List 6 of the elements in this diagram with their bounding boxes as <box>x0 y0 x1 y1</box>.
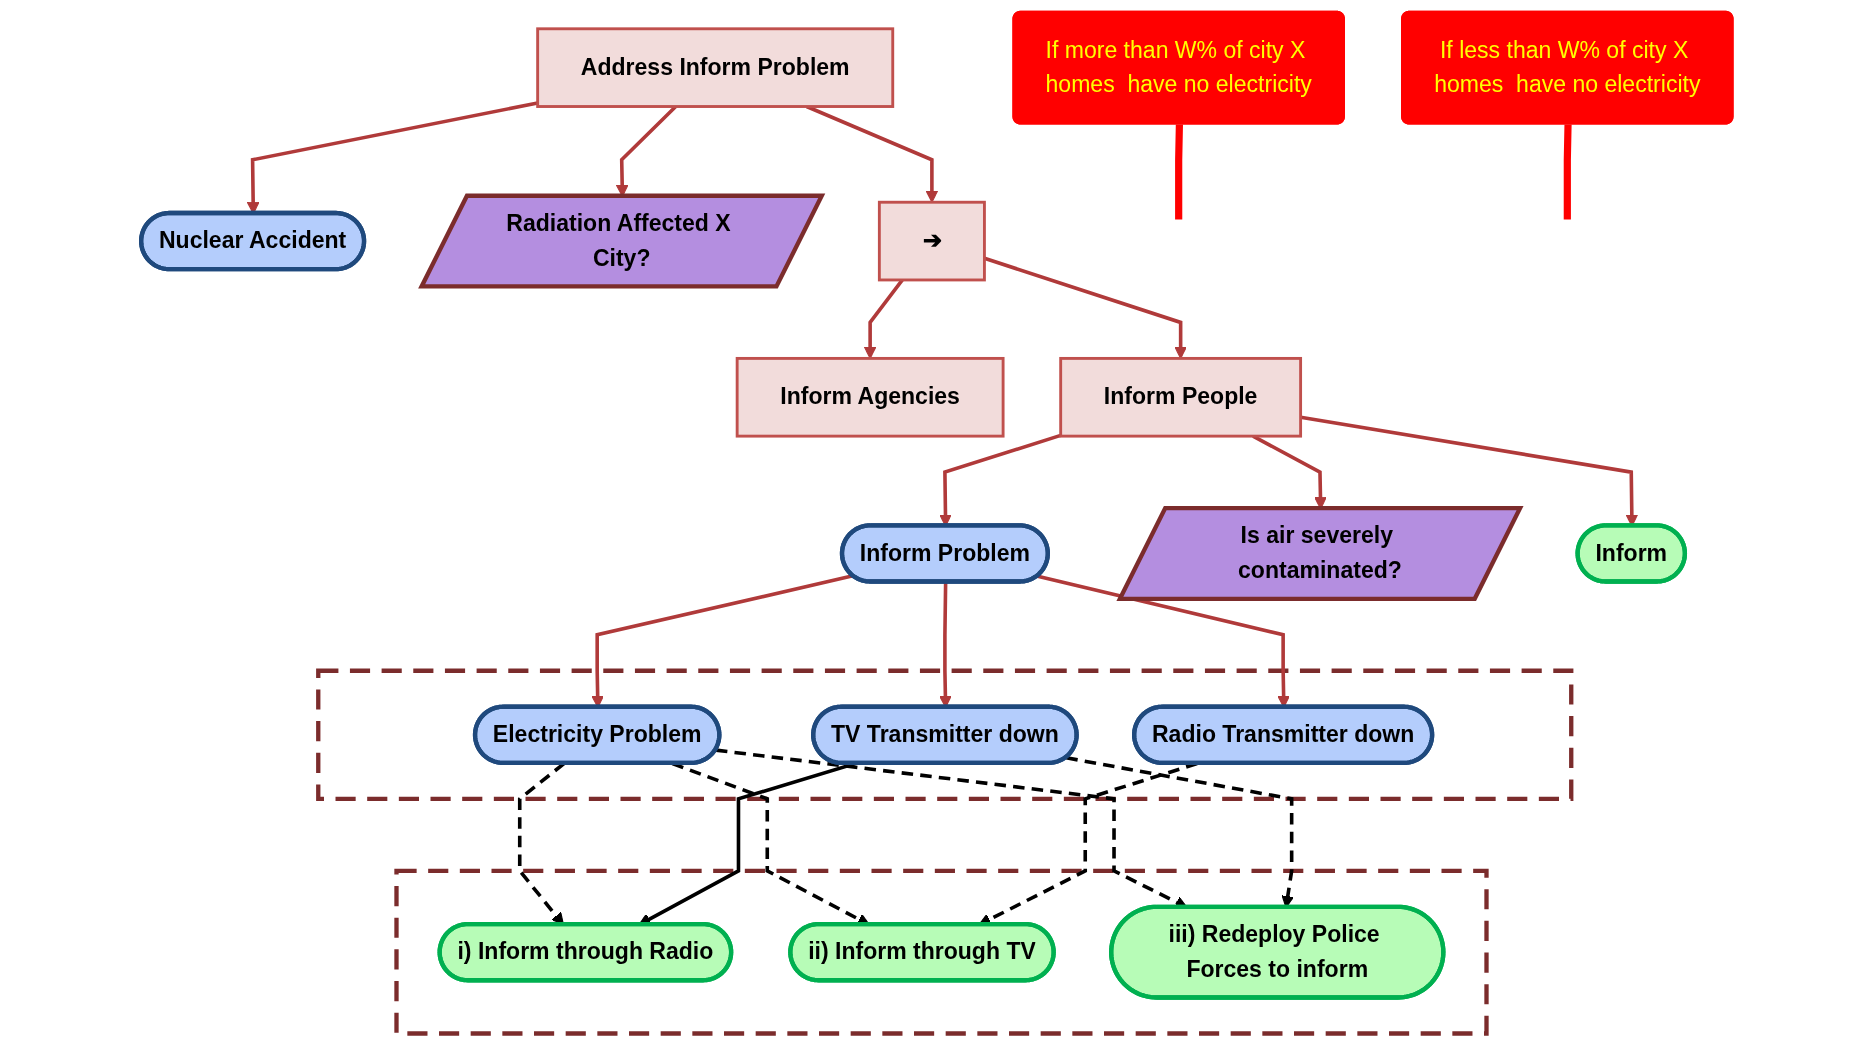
node-box: Address Inform Problem <box>536 27 895 108</box>
node-box: ➔ <box>877 200 986 282</box>
cluster <box>394 868 1489 1036</box>
node-box: Inform Agencies <box>735 356 1005 438</box>
cluster <box>316 668 1574 801</box>
node-box: Inform People <box>1059 356 1303 438</box>
